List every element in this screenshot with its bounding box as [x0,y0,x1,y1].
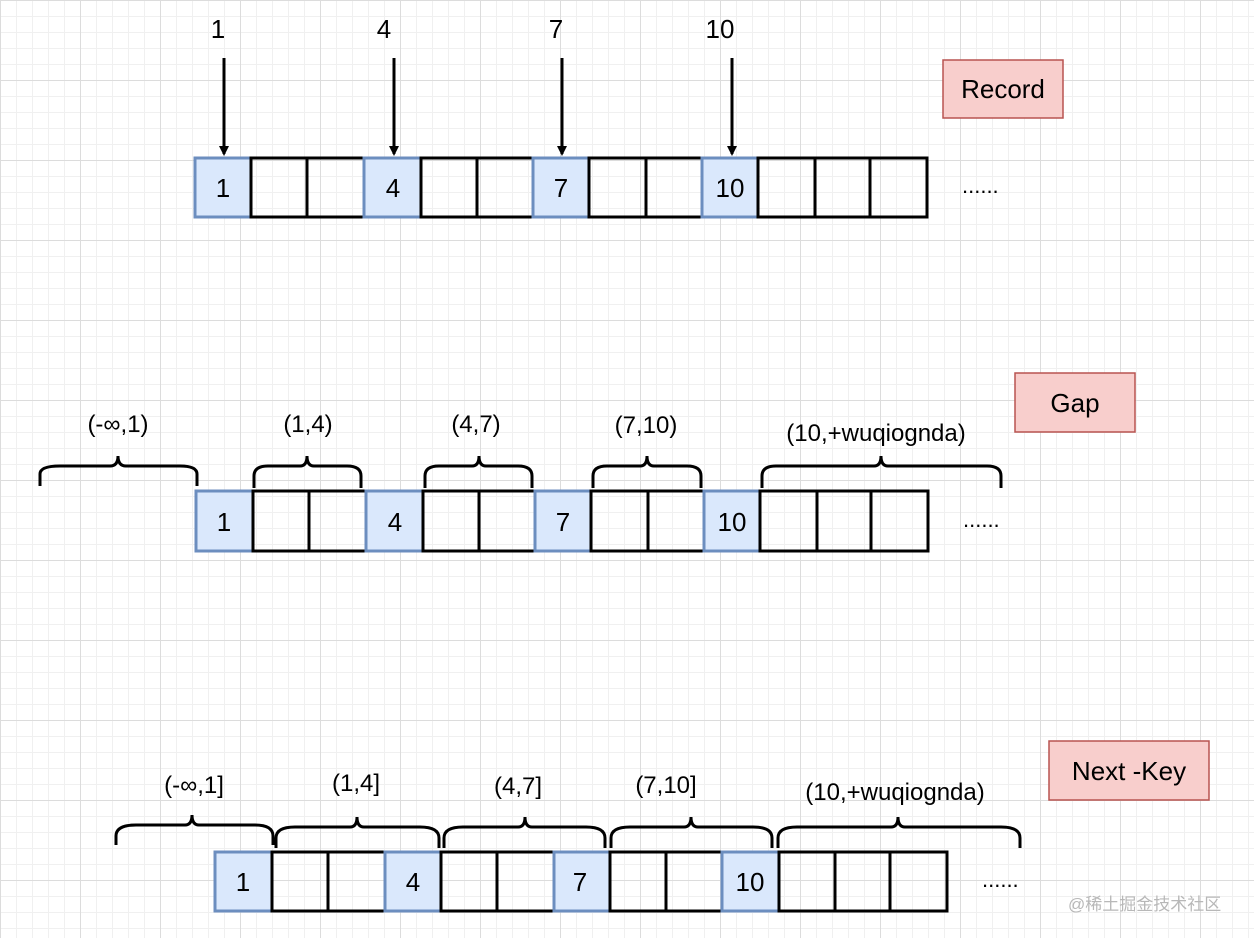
record-cell [326,850,387,913]
key-cell-label: 4 [406,867,420,897]
record-cell [305,156,366,219]
record-row: 1 4 7 10 Record 1 4 7 10 .. [193,14,1064,219]
record-cell [475,156,535,219]
record-cell [421,489,481,553]
key-cell-label: 1 [236,867,250,897]
record-cell [495,850,556,913]
record-cell [664,850,724,913]
cell-strip: 1 4 7 10 [194,489,930,553]
tag-box [1014,372,1136,433]
gap-row: Gap (-∞,1) (1,4) (4,7) (7,10) (10,+wuqio… [38,372,1136,553]
record-cell [815,489,873,553]
key-cell-label: 10 [716,173,745,203]
record-cell [307,489,368,553]
range-brace [776,816,1022,848]
range-brace [442,816,607,848]
key-cell [362,156,423,219]
key-cell-label: 10 [718,507,747,537]
pointer-label-4: 4 [377,14,391,44]
range-label: (10,+wuqiognda) [805,779,984,806]
range-brace [252,455,363,488]
key-cell-label: 7 [573,867,587,897]
range-brace [114,814,275,845]
ellipsis: ...... [982,867,1019,892]
key-cell-label: 4 [388,507,402,537]
range-brace [423,455,534,488]
watermark: @稀土掘金技术社区 [1068,895,1221,914]
pointer-label-1: 1 [211,14,225,44]
record-cell [646,489,706,553]
record-cell [419,156,479,219]
key-cell [702,489,762,553]
record-cell [644,156,704,219]
key-cell-label: 7 [556,507,570,537]
record-cell [251,489,311,553]
ellipsis: ...... [963,507,1000,532]
cell-strip: 1 4 7 10 [213,850,949,913]
record-cell [833,850,892,913]
record-cell [756,156,817,219]
tag-box [1048,740,1210,801]
key-cell-label: 4 [386,173,400,203]
range-brace [591,455,703,488]
tag-label: Next -Key [1072,756,1186,786]
range-label: (10,+wuqiognda) [786,420,965,447]
pointer-label-7: 7 [549,14,563,44]
record-cell [888,850,949,913]
range-label: (-∞,1] [164,772,224,799]
key-cell [531,156,591,219]
key-cell-label: 7 [554,173,568,203]
key-cell-label: 1 [216,173,230,203]
next-key-row: Next -Key (-∞,1] (1,4] (4,7] (7,10] (10,… [114,740,1210,913]
key-cell [383,850,443,913]
range-label: (4,7] [494,773,542,800]
range-label: (7,10) [615,412,678,439]
tag-box [942,59,1064,119]
tag-label: Record [961,74,1045,104]
key-cell [193,156,253,219]
range-label: (7,10] [635,772,696,799]
range-brace [609,816,774,848]
range-label: (1,4) [283,411,332,438]
range-brace [760,455,1003,488]
record-cell [477,489,537,553]
range-label: (-∞,1) [87,411,148,438]
record-cell [249,156,309,219]
record-cell [608,850,668,913]
key-cell [213,850,274,913]
ellipsis: ...... [962,173,999,198]
range-label: (1,4] [332,770,380,797]
range-brace [274,816,441,848]
record-cell [869,489,930,553]
record-cell [587,156,648,219]
record-cell [813,156,872,219]
key-cell-label: 1 [217,507,231,537]
tag-label: Gap [1050,388,1099,418]
record-cell [439,850,499,913]
range-brace [38,455,199,486]
record-cell [777,850,837,913]
range-label: (4,7) [451,411,500,438]
cell-strip: 1 4 7 10 [193,156,929,219]
record-cell [589,489,650,553]
key-cell-label: 10 [736,867,765,897]
record-cell [758,489,819,553]
record-cell [868,156,929,219]
record-cell [270,850,330,913]
pointer-label-10: 10 [706,14,735,44]
